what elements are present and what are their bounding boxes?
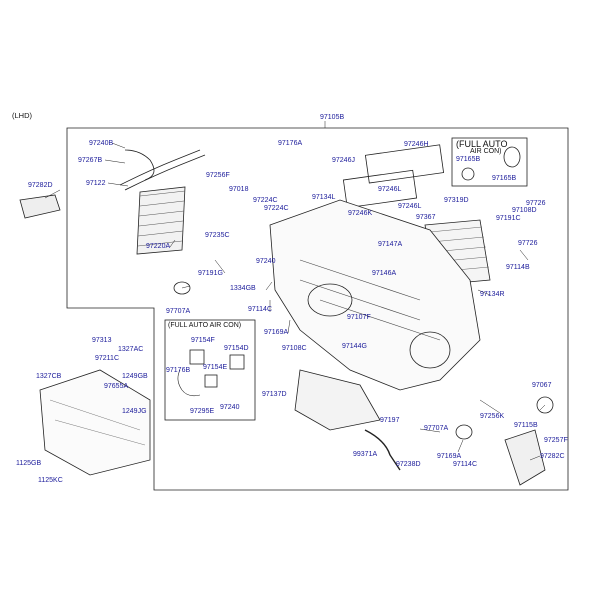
filter-element-left xyxy=(19,194,61,219)
full-auto-inset-title-2: AIR CON) xyxy=(470,148,502,155)
part-label: 97256F xyxy=(206,172,230,179)
variant-label: (LHD) xyxy=(12,111,32,120)
panel-97246H xyxy=(364,144,445,184)
part-label: 97238D xyxy=(396,461,421,468)
part-label: 97154D xyxy=(224,345,249,352)
part-label: 97165B xyxy=(456,156,481,163)
part-label: 97107F xyxy=(347,314,371,321)
part-label: 97122 xyxy=(86,180,106,187)
part-label: 1334GB xyxy=(230,285,256,292)
part-label: 97191C xyxy=(496,215,521,222)
part-label: 97114B xyxy=(506,264,530,271)
sensor-97165B xyxy=(461,167,475,181)
part-label: 1125GB xyxy=(16,460,42,467)
main-assembly-frame xyxy=(66,127,569,491)
part-label: 97246K xyxy=(348,210,373,217)
full-auto-aircon-inset-box xyxy=(164,319,256,421)
part-label: 97146A xyxy=(372,270,397,277)
heater-core xyxy=(136,186,186,255)
full-auto-inset-box xyxy=(451,137,528,187)
part-label: 97282C xyxy=(540,453,565,460)
main-assembly-label: 97105B xyxy=(320,114,345,121)
part-label: 97115B xyxy=(514,422,538,429)
hvac-housing xyxy=(269,199,481,391)
part-label: 97191G xyxy=(198,270,223,277)
wire-harness-left xyxy=(124,149,155,181)
panel-97246K xyxy=(342,169,418,209)
part-label: 97114C xyxy=(248,306,273,313)
hvac-exterior-housing xyxy=(39,369,151,476)
part-label: 1327AC xyxy=(118,346,144,353)
part-label: 97235C xyxy=(205,232,230,239)
part-label: 97114C xyxy=(453,461,478,468)
part-label: 97246L xyxy=(378,186,402,193)
blower-opening xyxy=(307,283,353,317)
part-label: 97267B xyxy=(78,157,103,164)
part-label: 97154E xyxy=(203,364,228,371)
part-label: 97176A xyxy=(278,140,303,147)
mode-actuator xyxy=(189,349,205,365)
part-label: 97313 xyxy=(92,337,112,344)
part-label: 97295E xyxy=(190,408,215,415)
part-label: 97165B xyxy=(492,175,517,182)
part-label: 1125KC xyxy=(38,477,63,484)
part-label: 97108C xyxy=(282,345,307,352)
part-label: 97246J xyxy=(332,157,355,164)
side-duct-97282C xyxy=(504,429,546,486)
part-label: 97256K xyxy=(480,413,505,420)
part-label: 97211C xyxy=(95,355,120,362)
part-label: 97169A xyxy=(264,329,289,336)
part-label: 97240 xyxy=(256,258,276,265)
part-label: 97134L xyxy=(312,194,336,201)
part-label: 97147A xyxy=(378,241,403,248)
actuator-97067 xyxy=(536,396,554,414)
part-label: 97144G xyxy=(342,343,367,350)
part-label: 97282D xyxy=(28,182,53,189)
part-label: 97134R xyxy=(480,291,505,298)
seal-ring-97707A xyxy=(173,281,191,295)
part-label: 1249JG xyxy=(122,408,147,415)
part-label: 97246L xyxy=(398,203,422,210)
part-label: 97018 xyxy=(229,186,249,193)
part-label: 97067 xyxy=(532,382,552,389)
part-label: 97319D xyxy=(444,197,469,204)
full-auto-aircon-inset-title: (FULL AUTO AIR CON) xyxy=(168,322,242,329)
part-label: 97240 xyxy=(220,404,240,411)
part-label: 1327CB xyxy=(36,373,62,380)
part-label: 97154F xyxy=(191,337,215,344)
part-label: 97224C xyxy=(253,197,278,204)
part-label: 97257F xyxy=(544,437,568,444)
part-label: 97707A xyxy=(166,308,191,315)
part-label: 99371A xyxy=(353,451,378,458)
part-label: 97220A xyxy=(146,243,171,250)
part-label: 97246H xyxy=(404,141,429,148)
part-label: 1249GB xyxy=(122,373,148,380)
part-label: 97726 xyxy=(526,200,546,207)
part-label: 97169A xyxy=(437,453,462,460)
part-label: 97367 xyxy=(416,214,436,221)
heater-pipes xyxy=(119,149,206,191)
part-label: 97726 xyxy=(518,240,538,247)
part-label: 97137D xyxy=(262,391,287,398)
full-auto-inset-title-1: (FULL AUTO xyxy=(456,139,508,149)
part-label: 97176B xyxy=(166,367,191,374)
part-label: 97240B xyxy=(89,140,114,147)
lower-case-97137D xyxy=(294,369,381,431)
part-label: 97108D xyxy=(512,207,537,214)
part-label: 97655A xyxy=(104,383,129,390)
part-label: 97707A xyxy=(424,425,449,432)
part-label: 97197 xyxy=(380,417,400,424)
drain-hose xyxy=(364,429,401,471)
part-label: 97224C xyxy=(264,205,289,212)
